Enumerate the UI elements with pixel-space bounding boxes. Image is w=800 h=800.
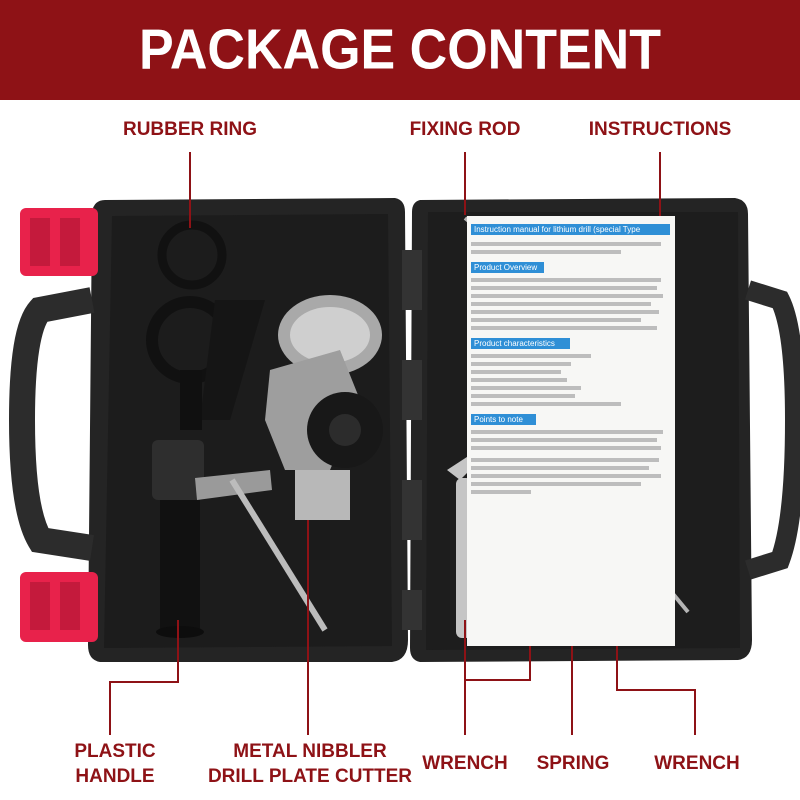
label-plastic-handle-line2: HANDLE	[75, 766, 155, 787]
plastic-handle	[152, 440, 204, 638]
label-nibbler-line2: DRILL PLATE CUTTER	[207, 766, 413, 787]
handle-clamp	[146, 296, 265, 430]
label-fixing-rod: FIXING ROD	[409, 119, 521, 140]
latch-top	[20, 208, 98, 276]
rubber-ring	[157, 220, 227, 290]
header-banner	[0, 0, 800, 100]
label-plastic-handle-line1: PLASTIC	[74, 741, 156, 762]
manual-section-characteristics: Product characteristics	[471, 338, 570, 349]
latch-bottom	[20, 572, 98, 642]
manual-section-overview: Product Overview	[471, 262, 544, 273]
label-nibbler-line1: METAL NIBBLER	[233, 741, 387, 762]
manual-section-notes: Points to note	[471, 414, 536, 425]
page-title: PACKAGE CONTENT	[139, 18, 661, 82]
manual-heading: Instruction manual for lithium drill (sp…	[471, 224, 670, 235]
instructions-manual: Instruction manual for lithium drill (sp…	[467, 216, 675, 646]
callout-lines	[109, 152, 696, 735]
label-wrench-2: WRENCH	[654, 753, 740, 774]
label-spring: SPRING	[536, 753, 610, 774]
case-hinges	[402, 250, 422, 630]
label-instructions: INSTRUCTIONS	[588, 119, 732, 140]
label-rubber-ring: RUBBER RING	[122, 119, 258, 140]
metal-nibbler	[265, 295, 383, 560]
label-wrench-1: WRENCH	[422, 753, 508, 774]
small-rod	[229, 478, 328, 632]
